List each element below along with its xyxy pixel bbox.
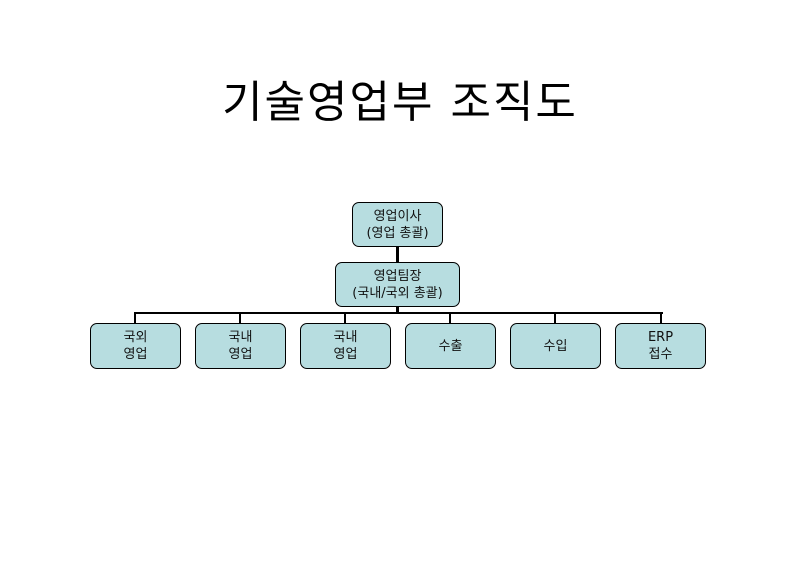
connector-top-mid — [396, 246, 399, 262]
connector-drop — [554, 312, 556, 323]
node-subtitle: (국내/국외 총괄) — [352, 285, 443, 301]
node-sales-team-lead: 영업팀장 (국내/국외 총괄) — [335, 262, 460, 307]
node-unit: 수입 — [510, 323, 601, 369]
node-line1: 수출 — [438, 338, 463, 354]
node-line2: 영업 — [333, 347, 358, 362]
node-line1: 국내 — [228, 330, 253, 345]
node-line1: 국외 — [123, 330, 148, 345]
node-line1: 수입 — [543, 338, 568, 354]
node-title: 영업이사 — [373, 208, 422, 224]
node-unit: ERP 접수 — [615, 323, 706, 369]
connector-drop — [239, 312, 241, 323]
node-unit: 국외 영업 — [90, 323, 181, 369]
page-title: 기술영업부 조직도 — [222, 77, 578, 128]
connector-bus — [134, 312, 663, 314]
node-unit: 국내 영업 — [195, 323, 286, 369]
node-subtitle: (영업 총괄) — [366, 225, 429, 241]
node-unit: 국내 영업 — [300, 323, 391, 369]
node-title: 영업팀장 — [373, 268, 422, 284]
node-sales-director: 영업이사 (영업 총괄) — [352, 202, 443, 247]
connector-mid-bus — [396, 306, 399, 314]
node-line2: 접수 — [648, 347, 673, 362]
node-line1: 국내 — [333, 330, 358, 345]
connector-drop — [344, 312, 346, 323]
node-line2: 영업 — [228, 347, 253, 362]
connector-drop — [660, 312, 662, 323]
node-line2: 영업 — [123, 347, 148, 362]
connector-drop — [449, 312, 451, 323]
connector-drop — [134, 312, 136, 323]
node-line1: ERP — [647, 330, 674, 345]
node-unit: 수출 — [405, 323, 496, 369]
